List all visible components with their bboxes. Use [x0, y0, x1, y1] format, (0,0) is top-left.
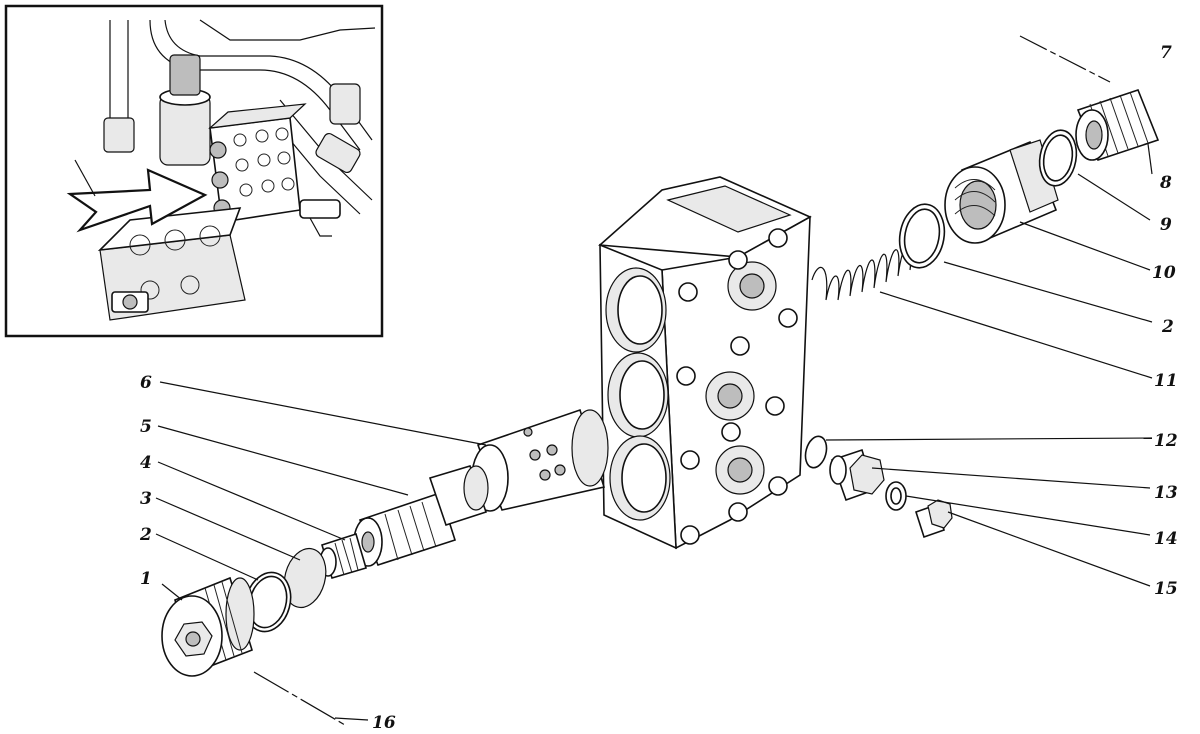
inset-locator-view [4, 4, 384, 338]
label-12: 12 [1154, 431, 1178, 451]
label-4: 4 [140, 453, 152, 473]
part-bolt-15 [915, 499, 953, 539]
label-2-left: 2 [139, 525, 152, 545]
part-spool-5 [353, 465, 489, 567]
label-11: 11 [1154, 371, 1178, 391]
part-plug-4 [319, 532, 367, 579]
label-2-right: 2 [1161, 317, 1174, 337]
label-5: 5 [140, 417, 152, 437]
label-14: 14 [1154, 529, 1178, 549]
part-oring-2-left [244, 571, 292, 633]
part-cap-10 [944, 139, 1059, 244]
part-oring-12 [804, 435, 828, 469]
valve-body [598, 176, 812, 550]
part-washer-14 [885, 481, 907, 511]
part-nut-8 [1075, 89, 1160, 161]
leader-lines [155, 143, 1153, 721]
label-8: 8 [1159, 173, 1172, 193]
part-oring-2-right [898, 203, 946, 269]
part-labels: 6 5 4 3 2 1 7 8 9 10 2 11 12 13 14 15 16 [139, 43, 1178, 733]
label-1: 1 [140, 569, 152, 589]
part-fitting-13 [829, 448, 885, 502]
part-plug-1 [161, 576, 255, 677]
part-sleeve-6 [471, 408, 609, 512]
part-disc-3 [283, 547, 327, 609]
label-16: 16 [372, 713, 396, 733]
part-oring-9 [1038, 129, 1078, 187]
label-7: 7 [1160, 43, 1172, 63]
label-15: 15 [1154, 579, 1178, 599]
label-6: 6 [140, 373, 152, 393]
label-13: 13 [1154, 483, 1178, 503]
label-10: 10 [1152, 263, 1176, 283]
part-wire-7 [1019, 35, 1111, 83]
label-3: 3 [140, 489, 152, 509]
part-wire-16 [253, 671, 346, 726]
locator-arrow-icon [66, 168, 208, 233]
label-9: 9 [1160, 215, 1172, 235]
